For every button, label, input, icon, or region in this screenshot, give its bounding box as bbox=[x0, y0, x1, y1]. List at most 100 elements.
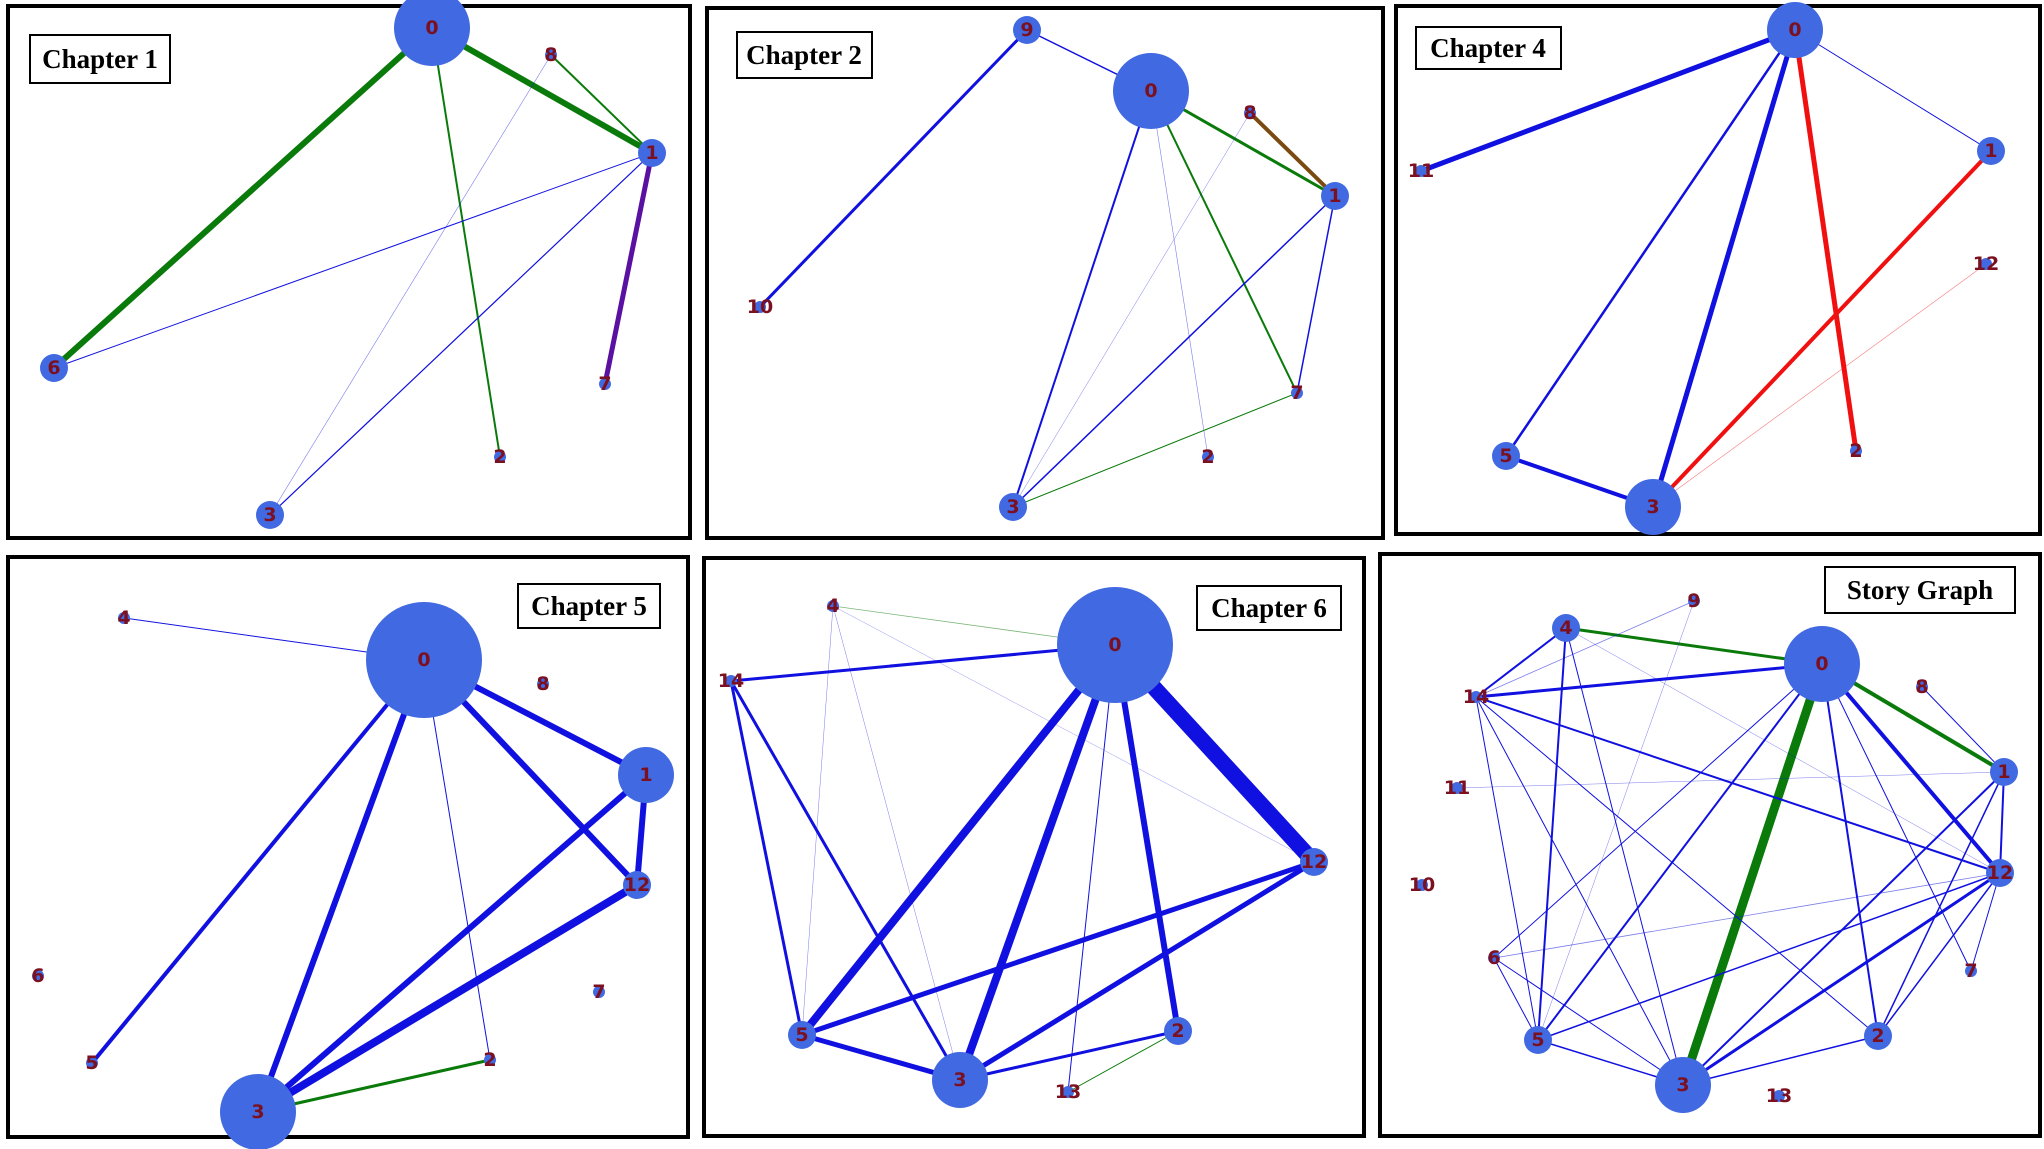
node-8: 8 bbox=[544, 44, 557, 66]
edge-1-7 bbox=[602, 150, 655, 387]
edge-1-3 bbox=[255, 772, 649, 1115]
node-circle bbox=[220, 1074, 296, 1149]
edge-12-5 bbox=[1537, 872, 2001, 1041]
edge-12-6 bbox=[1493, 872, 2001, 959]
edge-8-1 bbox=[1248, 111, 1337, 198]
node-label: 14 bbox=[718, 670, 744, 692]
edge-0-11 bbox=[1418, 27, 1798, 174]
edge-0-2 bbox=[1792, 27, 1859, 454]
node-6: 6 bbox=[1487, 947, 1500, 969]
node-12: 12 bbox=[1300, 848, 1328, 876]
node-circle bbox=[754, 301, 766, 313]
node-8: 8 bbox=[1243, 102, 1256, 124]
edge-3-2 bbox=[256, 1058, 492, 1114]
node-3: 3 bbox=[999, 493, 1027, 521]
node-circle bbox=[593, 986, 605, 998]
edge-0-2 bbox=[1150, 90, 1209, 458]
node-circle bbox=[86, 1057, 98, 1069]
edge-0-6 bbox=[1493, 663, 1823, 959]
edge-0-1 bbox=[429, 25, 655, 156]
node-label: 3 bbox=[1006, 496, 1019, 518]
edge-12-3 bbox=[1652, 263, 1987, 508]
node-label: 8 bbox=[544, 44, 557, 66]
edge-8-1 bbox=[1921, 686, 2005, 773]
node-circle bbox=[394, 0, 470, 66]
node-label: 1 bbox=[1997, 761, 2010, 783]
node-10: 10 bbox=[1409, 874, 1435, 896]
edge-8-1 bbox=[550, 54, 653, 154]
node-circle bbox=[618, 747, 674, 803]
panel-frame-chapter-6 bbox=[702, 556, 1366, 1138]
node-circle bbox=[40, 354, 68, 382]
node-label: 14 bbox=[1463, 686, 1489, 708]
node-circle bbox=[1470, 691, 1482, 703]
panel-title-box bbox=[736, 31, 873, 79]
node-circle bbox=[256, 501, 284, 529]
node-circle bbox=[1244, 107, 1256, 119]
node-circle bbox=[484, 1054, 496, 1066]
node-circle bbox=[1916, 681, 1928, 693]
edge-0-2 bbox=[1112, 642, 1181, 1034]
node-label: 11 bbox=[1444, 777, 1470, 799]
node-circle bbox=[1057, 587, 1173, 703]
node-4: 4 bbox=[826, 595, 839, 617]
edge-layer bbox=[1456, 600, 2006, 1090]
node-label: 7 bbox=[1290, 382, 1303, 404]
node-7: 7 bbox=[1290, 382, 1303, 404]
node-3: 3 bbox=[1655, 1057, 1711, 1113]
node-11: 11 bbox=[1444, 777, 1470, 799]
node-5: 5 bbox=[1492, 442, 1520, 470]
node-circle bbox=[1451, 782, 1463, 794]
node-7: 7 bbox=[1964, 960, 1977, 982]
node-label: 2 bbox=[1171, 1020, 1184, 1042]
node-circle bbox=[1773, 1090, 1785, 1102]
edge-1-3 bbox=[1012, 195, 1336, 508]
edge-0-5 bbox=[1537, 663, 1823, 1041]
edge-14-0 bbox=[729, 643, 1117, 683]
node-9: 9 bbox=[1013, 16, 1041, 44]
node-circle bbox=[1062, 1086, 1074, 1098]
node-circle bbox=[118, 612, 130, 624]
edge-0-2 bbox=[423, 659, 491, 1061]
panel-title-box bbox=[1196, 585, 1342, 631]
edge-0-3 bbox=[1650, 27, 1798, 510]
edge-layer bbox=[1418, 27, 1993, 510]
edge-0-3 bbox=[1678, 659, 1827, 1090]
node-label: 9 bbox=[1020, 19, 1033, 41]
node-5: 5 bbox=[85, 1052, 98, 1074]
node-circle bbox=[623, 871, 651, 899]
node-circle bbox=[1013, 16, 1041, 44]
node-circle bbox=[1655, 1057, 1711, 1113]
node-label: 0 bbox=[1788, 19, 1801, 41]
node-1: 1 bbox=[618, 747, 674, 803]
panel-title-box bbox=[29, 34, 171, 84]
node-circle bbox=[725, 675, 737, 687]
node-circle bbox=[537, 678, 549, 690]
node-label: 8 bbox=[536, 673, 549, 695]
node-label: 0 bbox=[1144, 80, 1157, 102]
node-label: 3 bbox=[1676, 1074, 1689, 1096]
node-12: 12 bbox=[1973, 253, 1999, 275]
edge-9-5 bbox=[1537, 600, 1695, 1041]
edge-6-3 bbox=[1493, 957, 1684, 1086]
edge-0-3 bbox=[255, 657, 427, 1115]
edge-14-0 bbox=[1474, 662, 1824, 699]
edge-4-12 bbox=[1565, 627, 2001, 874]
edge-0-6 bbox=[51, 25, 435, 371]
node-12: 12 bbox=[623, 871, 651, 899]
panel-title-box bbox=[517, 583, 661, 629]
node-label: 2 bbox=[1201, 446, 1214, 468]
node-0: 0 bbox=[1113, 53, 1189, 129]
edge-12-7 bbox=[1970, 872, 2001, 972]
node-label: 1 bbox=[1328, 185, 1341, 207]
node-label: 7 bbox=[592, 981, 605, 1003]
node-circle bbox=[1202, 451, 1214, 463]
edge-4-0 bbox=[1564, 626, 1824, 666]
node-label: 5 bbox=[1531, 1029, 1544, 1051]
